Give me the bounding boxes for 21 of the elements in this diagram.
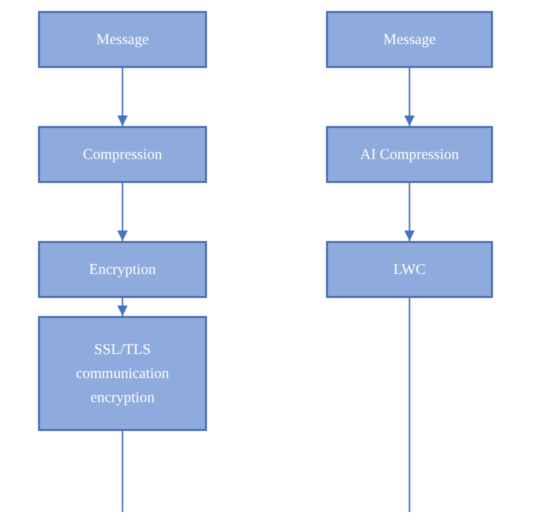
process-box <box>326 11 493 68</box>
box-label: Message <box>383 30 436 50</box>
connector-line <box>122 431 124 512</box>
box-label: SSL/TLS communication encryption <box>74 340 170 408</box>
box-label: AI Compression <box>360 146 459 164</box>
arrow <box>404 68 415 126</box>
process-box <box>38 11 207 68</box>
arrow <box>117 183 128 241</box>
process-box <box>326 126 493 183</box>
box-label: LWC <box>393 260 426 280</box>
arrow <box>117 68 128 126</box>
box-label: Message <box>96 30 149 50</box>
arrow <box>404 183 415 241</box>
box-label: Compression <box>82 146 162 164</box>
arrow <box>117 298 128 316</box>
process-box <box>38 316 207 431</box>
process-box <box>38 241 207 298</box>
process-box <box>326 241 493 298</box>
connector-line <box>408 298 410 512</box>
box-label: Encryption <box>89 260 156 280</box>
process-box <box>38 126 207 183</box>
